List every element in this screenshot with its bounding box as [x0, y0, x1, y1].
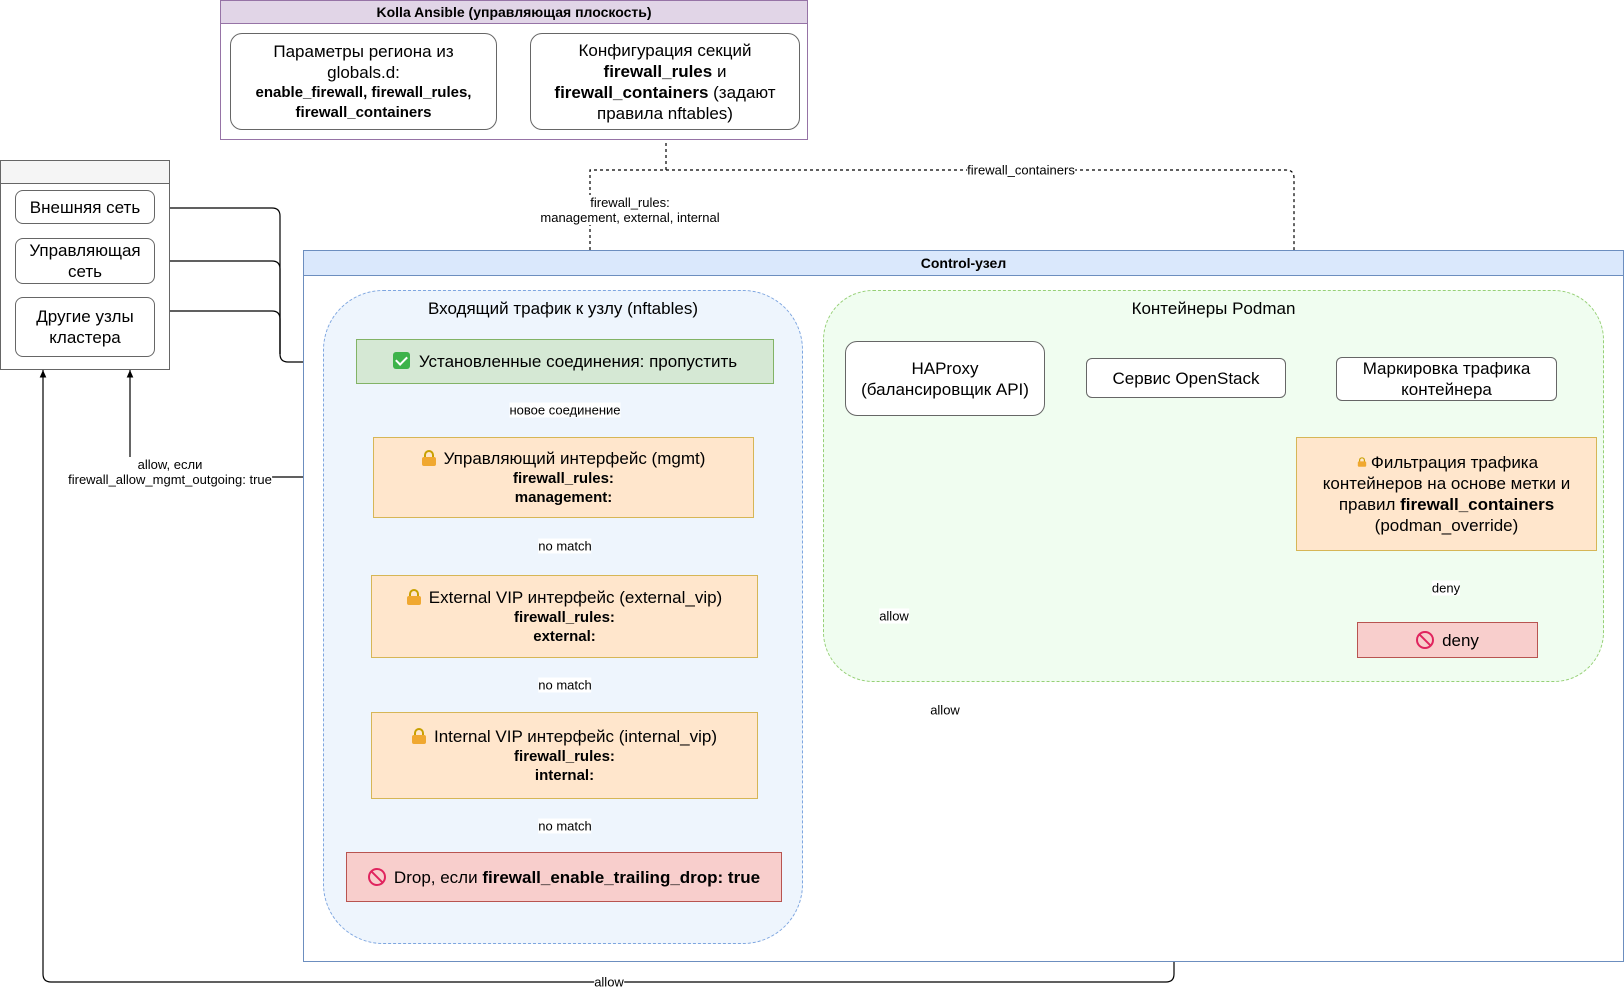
haproxy-line1: HAProxy	[911, 358, 979, 378]
control-plane-title: Kolla Ansible (управляющая плоскость)	[221, 1, 807, 24]
edge-label-fw-rules-1: firewall_rules:	[540, 195, 720, 210]
external-vip-node: External VIP интерфейс (external_vip) fi…	[371, 575, 758, 658]
region-params-line2: globals.d:	[327, 62, 400, 82]
edge-label-allow-mgmt-2: firewall_allow_mgmt_outgoing: true	[68, 472, 272, 487]
ext-title: External VIP интерфейс (external_vip)	[428, 588, 723, 607]
int-rule2: internal:	[534, 767, 595, 784]
marking-line1: Маркировка трафика	[1362, 359, 1531, 378]
config-tail: (задают	[708, 82, 776, 102]
mgmt-rule2: management:	[514, 489, 613, 506]
ext-rule1: firewall_rules:	[514, 609, 615, 626]
internal-vip-node: Internal VIP интерфейс (internal_vip) fi…	[371, 712, 758, 799]
edge-label-allow-mgmt: allow, если firewall_allow_mgmt_outgoing…	[68, 457, 272, 487]
edge-label-allow-bottom: allow	[594, 974, 624, 990]
edge-config-to-ingress	[590, 131, 667, 288]
marking-node: Маркировка трафика контейнера	[1336, 357, 1557, 401]
management-network-line2: сеть	[67, 262, 103, 281]
checkmark-icon	[392, 352, 410, 369]
cluster-nodes-node: Другие узлы кластера	[15, 297, 155, 357]
external-network-label: Внешняя сеть	[29, 197, 141, 217]
edge-label-fw-containers: firewall_containers	[967, 162, 1075, 178]
haproxy-line2: (балансировщик API)	[861, 379, 1029, 399]
external-network-node: Внешняя сеть	[15, 190, 155, 224]
prohibited-icon	[1416, 630, 1435, 649]
drop-text: Drop, если	[393, 867, 483, 887]
edge-label-allow-external: allow	[879, 608, 909, 624]
config-and: и	[712, 61, 727, 81]
mgmt-title: Управляющий интерфейс (mgmt)	[443, 449, 706, 468]
openstack-service-label: Сервис OpenStack	[1112, 368, 1260, 388]
edge-label-new-connection: новое соединение	[509, 402, 621, 418]
established-label: Установленные соединения: пропустить	[418, 352, 738, 371]
drop-bold: firewall_enable_trailing_drop: true	[482, 867, 761, 887]
config-line3: firewall_containers (задают	[554, 82, 775, 103]
edge-label-deny: deny	[1431, 580, 1461, 596]
mgmt-rule1: firewall_rules:	[513, 470, 614, 487]
ingress-group-title: Входящий трафик к узлу (nftables)	[428, 299, 698, 318]
container-filter-node: Фильтрация трафика контейнеров на основе…	[1296, 437, 1597, 551]
edge-label-fw-rules: firewall_rules: management, external, in…	[540, 195, 720, 225]
deny-node: deny	[1357, 622, 1538, 658]
openstack-service-node: Сервис OpenStack	[1086, 358, 1286, 398]
established-node: Установленные соединения: пропустить	[356, 339, 774, 384]
lock-icon	[406, 589, 421, 605]
filter-bold: firewall_containers	[1400, 495, 1555, 514]
management-network-line1: Управляющая	[29, 241, 141, 260]
edge-config-to-containers	[666, 169, 1294, 288]
management-network-node: Управляющая сеть	[15, 238, 155, 284]
drop-node: Drop, если firewall_enable_trailing_drop…	[346, 852, 782, 902]
cluster-nodes-line1: Другие узлы	[36, 307, 134, 326]
deny-label: deny	[1442, 630, 1479, 650]
config-line2: firewall_rules и	[604, 61, 727, 82]
config-line4: правила nftables)	[597, 103, 733, 123]
config-bold2: firewall_containers	[554, 82, 709, 102]
filter-prefix: правил	[1338, 495, 1401, 514]
filter-line1: Фильтрация трафика	[1370, 453, 1539, 472]
region-params-bold2: firewall_containers	[295, 103, 432, 121]
edge-label-no-match-2: no match	[538, 677, 592, 693]
edge-label-no-match-1: no match	[538, 538, 592, 554]
networks-header	[1, 161, 169, 184]
control-node-title: Control-узел	[304, 251, 1623, 276]
cluster-nodes-line2: кластера	[49, 328, 121, 347]
filter-line2: контейнеров на основе метки и	[1322, 474, 1571, 493]
config-line1: Конфигурация секций	[578, 40, 752, 60]
marking-line2: контейнера	[1401, 380, 1492, 399]
haproxy-node: HAProxy (балансировщик API)	[845, 341, 1045, 416]
ext-rule2: external:	[533, 628, 596, 645]
config-bold1: firewall_rules	[603, 61, 713, 81]
lock-icon	[1357, 457, 1367, 467]
containers-group-title: Контейнеры Podman	[1131, 299, 1296, 318]
filter-tail: (podman_override)	[1374, 516, 1519, 535]
mgmt-interface-node: Управляющий интерфейс (mgmt) firewall_ru…	[373, 437, 754, 518]
region-params-node: Параметры региона из globals.d: enable_f…	[230, 33, 497, 130]
region-params-bold1: enable_firewall, firewall_rules,	[255, 83, 472, 101]
prohibited-icon	[367, 867, 386, 886]
int-rule1: firewall_rules:	[514, 748, 615, 765]
int-title: Internal VIP интерфейс (internal_vip)	[433, 727, 718, 746]
edge-label-allow-mgmt-1: allow, если	[68, 457, 272, 472]
edge-cluster-to-established	[155, 310, 281, 354]
config-sections-node: Конфигурация секций firewall_rules и fir…	[530, 33, 800, 130]
edge-label-fw-rules-2: management, external, internal	[540, 210, 720, 225]
edge-label-allow-internal: allow	[930, 702, 960, 718]
edge-management-to-established	[155, 260, 281, 354]
lock-icon	[421, 450, 436, 466]
edge-label-no-match-3: no match	[538, 818, 592, 834]
lock-icon	[411, 728, 426, 744]
region-params-line1: Параметры региона из	[273, 41, 454, 61]
